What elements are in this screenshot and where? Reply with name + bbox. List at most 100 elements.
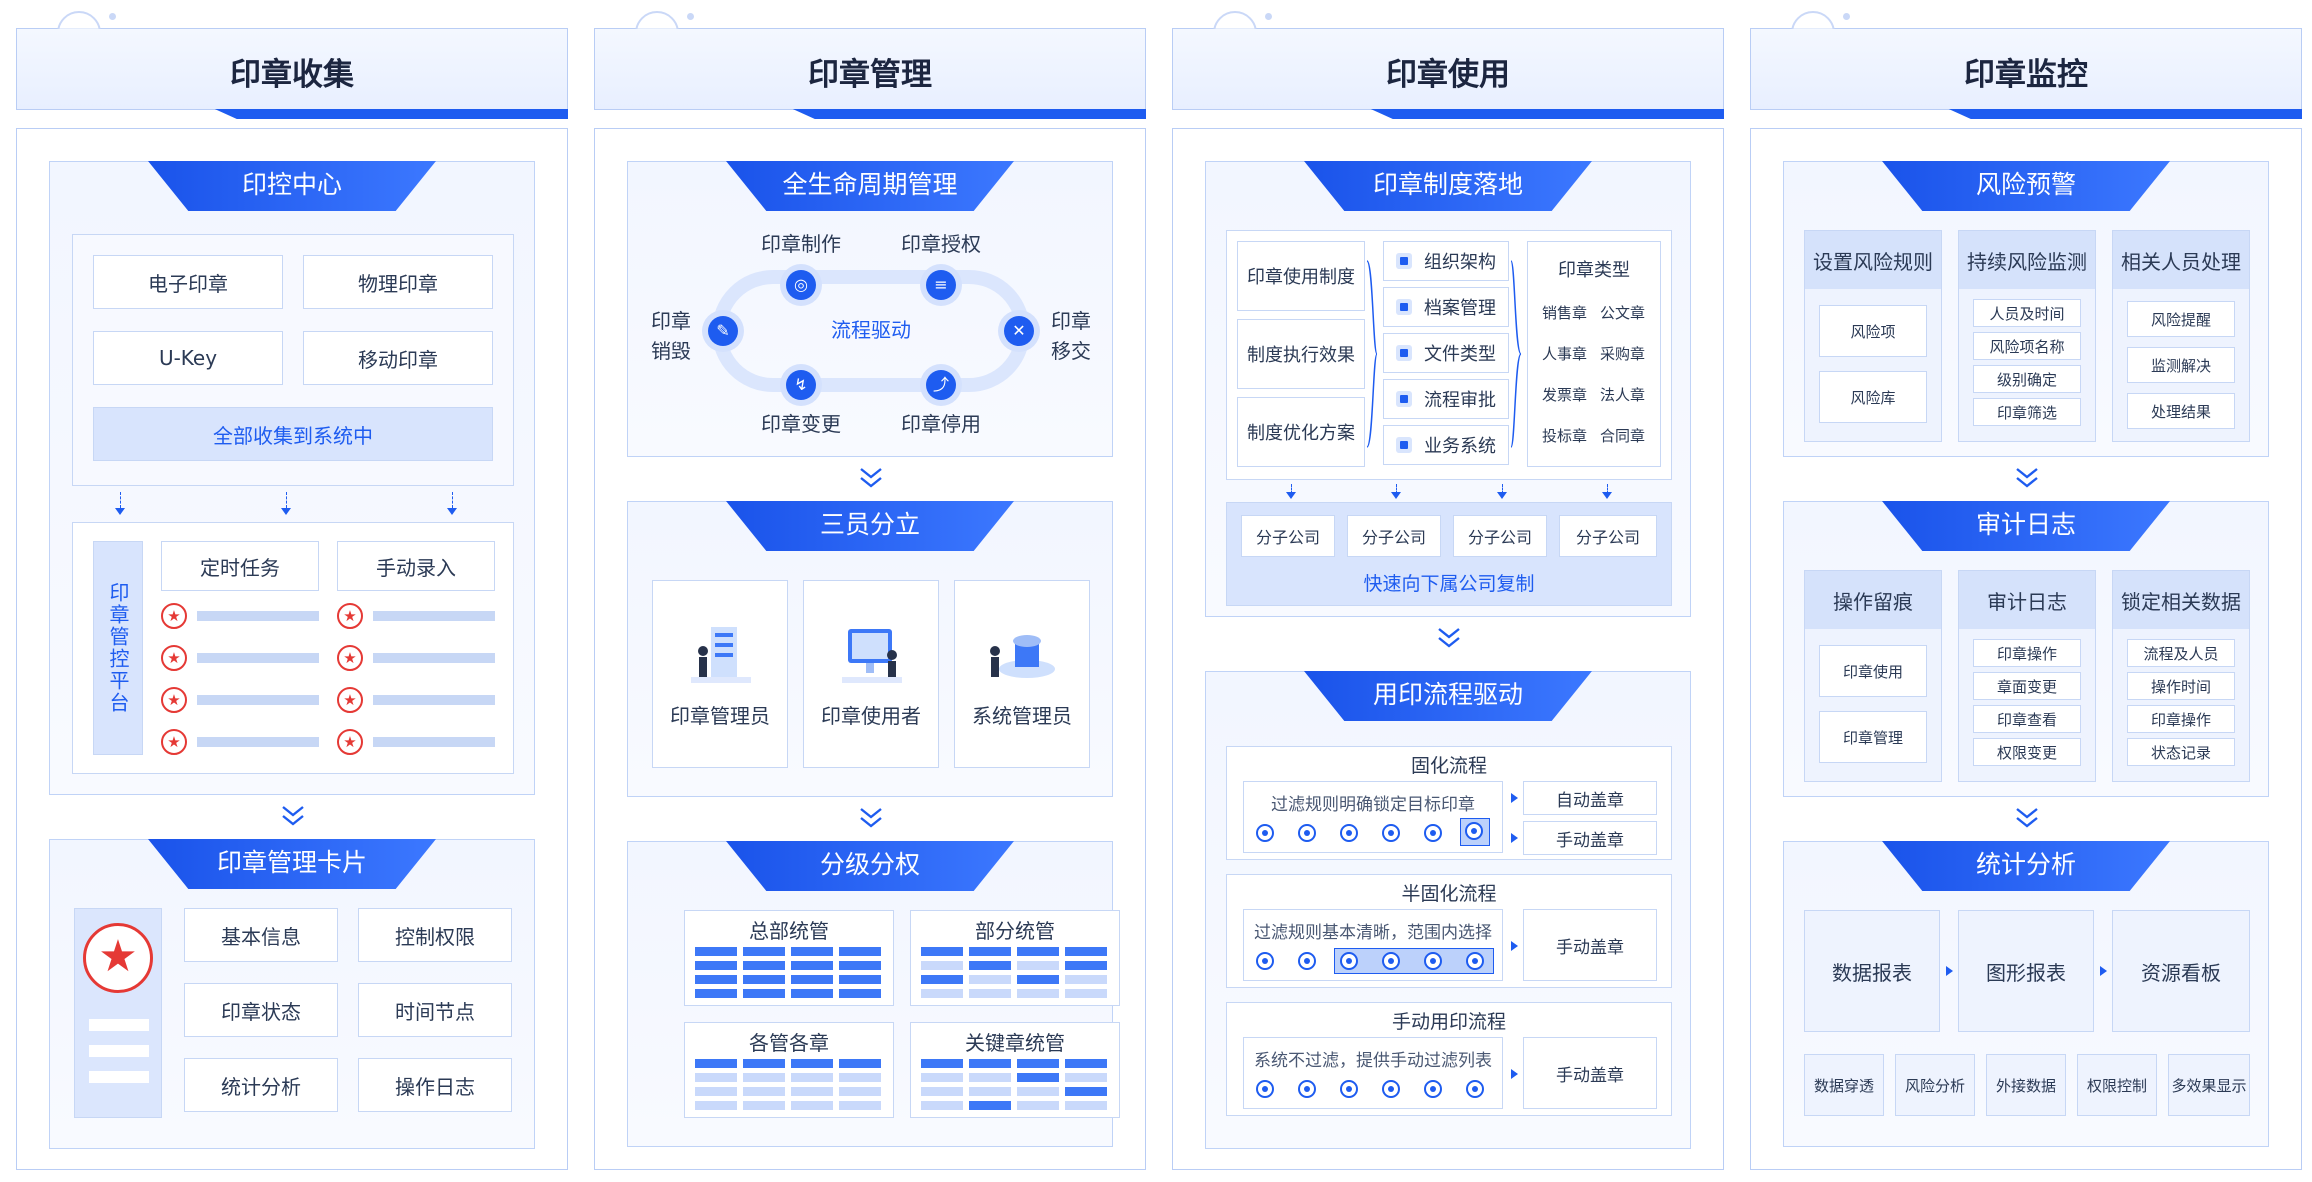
seal-dot-icon	[1340, 824, 1358, 842]
table-cell	[1017, 947, 1059, 956]
seal-star-icon: ★	[337, 645, 363, 671]
seal-dot-icon	[1340, 1080, 1358, 1098]
table-cell	[839, 961, 881, 970]
table-cell	[969, 989, 1011, 998]
manage-title: 印章管理	[808, 57, 932, 93]
seal-dot-icon	[1424, 824, 1442, 842]
policy-optimize: 制度优化方案	[1237, 397, 1365, 467]
resource-board: 资源看板	[2112, 910, 2250, 1032]
seal-dot-icon	[1298, 1080, 1316, 1098]
seal-star-icon: ★	[337, 603, 363, 629]
table-cell	[1017, 1087, 1059, 1096]
seal-star-icon: ★	[337, 729, 363, 755]
monitor-header: 印章监控	[1750, 11, 2302, 119]
table-cell	[921, 1101, 963, 1110]
seal-dot-icon	[1256, 952, 1274, 970]
role-seal-user: 印章使用者	[803, 580, 939, 768]
risk-analysis: 风险分析	[1895, 1054, 1975, 1116]
chevron-down-icon	[2016, 468, 2038, 488]
seal-type-bid: 投标章	[1542, 427, 1588, 445]
audit-col-trace-head: 操作留痕	[1805, 571, 1941, 629]
platform-label: 印章管控平台	[93, 541, 143, 755]
semi-flow-rule: 过滤规则基本清晰，范围内选择	[1243, 909, 1503, 981]
scheduled-task: 定时任务	[161, 541, 319, 591]
placeholder-line	[197, 611, 319, 621]
target-seal-highlight	[1460, 818, 1490, 846]
audit-seal-use: 印章使用	[1819, 645, 1927, 697]
fixed-flow-rule: 过滤规则明确锁定目标印章	[1243, 781, 1503, 853]
risk-level: 级别确定	[1973, 365, 2081, 393]
authorize-icon: ≡	[926, 270, 956, 300]
audit-col-log: 审计日志 印章操作 章面变更 印章查看 权限变更	[1958, 570, 2096, 782]
fixed-flow-desc: 过滤规则明确锁定目标印章	[1271, 795, 1475, 815]
table-cell	[743, 1059, 785, 1068]
table-cell	[743, 947, 785, 956]
card-time-node: 时间节点	[358, 983, 512, 1037]
manual-stamp: 手动盖章	[1523, 821, 1657, 855]
branch-company: 分子公司	[1453, 515, 1547, 557]
table-cell	[1017, 961, 1059, 970]
table-cell	[1065, 989, 1107, 998]
change-label: 印章变更	[761, 412, 841, 436]
hand-flow-desc: 系统不过滤，提供手动过滤列表	[1254, 1051, 1492, 1071]
file-icon	[1396, 345, 1412, 361]
seal-dot-icon	[1424, 1080, 1442, 1098]
three-roles-banner: 三员分立	[726, 501, 1014, 551]
table-cell	[1065, 1087, 1107, 1096]
table-cell	[695, 947, 737, 956]
grading-table-key: 关键章统管	[910, 1022, 1120, 1118]
risk-col-monitor-head: 持续风险监测	[1959, 231, 2095, 289]
hand-flow-panel: 手动用印流程 系统不过滤，提供手动过滤列表 手动盖章	[1226, 1002, 1672, 1116]
seal-star-icon: ★	[161, 687, 187, 713]
branch-company: 分子公司	[1241, 515, 1335, 557]
mobile-seal: 移动印章	[303, 331, 493, 385]
table-cell	[1017, 1073, 1059, 1082]
role-seal-admin-label: 印章管理员	[670, 704, 770, 728]
seal-dot-icon	[1298, 952, 1316, 970]
role-seal-user-label: 印章使用者	[821, 704, 921, 728]
risk-col-rules: 设置风险规则 风险项 风险库	[1804, 230, 1942, 442]
chevron-down-icon	[2016, 808, 2038, 828]
three-roles-section: 三员分立 印章管理员 印章使用者 系统管理员	[627, 501, 1113, 797]
placeholder-line	[197, 737, 319, 747]
risk-person-time: 人员及时间	[1973, 299, 2081, 327]
selection-range	[1334, 948, 1494, 974]
electronic-seal: 电子印章	[93, 255, 283, 309]
table-cell	[791, 1059, 833, 1068]
audit-face-change: 章面变更	[1973, 672, 2081, 700]
external-data: 外接数据	[1986, 1054, 2066, 1116]
stats-banner: 统计分析	[1882, 841, 2170, 891]
semi-flow-desc: 过滤规则基本清晰，范围内选择	[1254, 923, 1492, 943]
lifecycle-section: 全生命周期管理 流程驱动 ◎ ≡ ✎ ✕ ↯ ⤴ 印章制作 印章授权 印章 销毁…	[627, 161, 1113, 457]
table-cell	[969, 1101, 1011, 1110]
table-cell	[839, 947, 881, 956]
table-cell	[969, 1073, 1011, 1082]
risk-col-handle-head: 相关人员处理	[2113, 231, 2249, 289]
table-cell	[1017, 975, 1059, 984]
table-cell	[791, 1101, 833, 1110]
audit-state-record: 状态记录	[2127, 738, 2235, 766]
table-cell	[695, 989, 737, 998]
seal-dot-icon	[1256, 824, 1274, 842]
file-type: 文件类型	[1383, 333, 1509, 373]
fixed-flow-panel: 固化流程 过滤规则明确锁定目标印章 自动盖章 手动盖章	[1226, 746, 1672, 860]
audit-col-trace: 操作留痕 印章使用 印章管理	[1804, 570, 1942, 782]
seal-card-visual: ★	[74, 908, 162, 1118]
table-cell	[839, 1101, 881, 1110]
approval-icon	[1396, 391, 1412, 407]
disable-icon: ⤴	[926, 370, 956, 400]
table-cell	[839, 989, 881, 998]
archive-management: 档案管理	[1383, 287, 1509, 327]
seal-dot-icon	[1424, 952, 1442, 970]
table-cell	[791, 1087, 833, 1096]
chevron-down-icon	[860, 468, 882, 488]
table-cell	[743, 989, 785, 998]
data-drill: 数据穿透	[1804, 1054, 1884, 1116]
lifecycle-banner: 全生命周期管理	[726, 161, 1014, 211]
role-system-admin: 系统管理员	[954, 580, 1090, 768]
usage-column: 印章制度落地 印章使用制度 制度执行效果 制度优化方案 组织架构 档案管理 文件…	[1172, 128, 1724, 1170]
grading-table-partial: 部分统管	[910, 910, 1120, 1006]
destroy-icon: ✎	[708, 316, 738, 346]
ukey-seal: U-Key	[93, 331, 283, 385]
table-cell	[839, 1059, 881, 1068]
